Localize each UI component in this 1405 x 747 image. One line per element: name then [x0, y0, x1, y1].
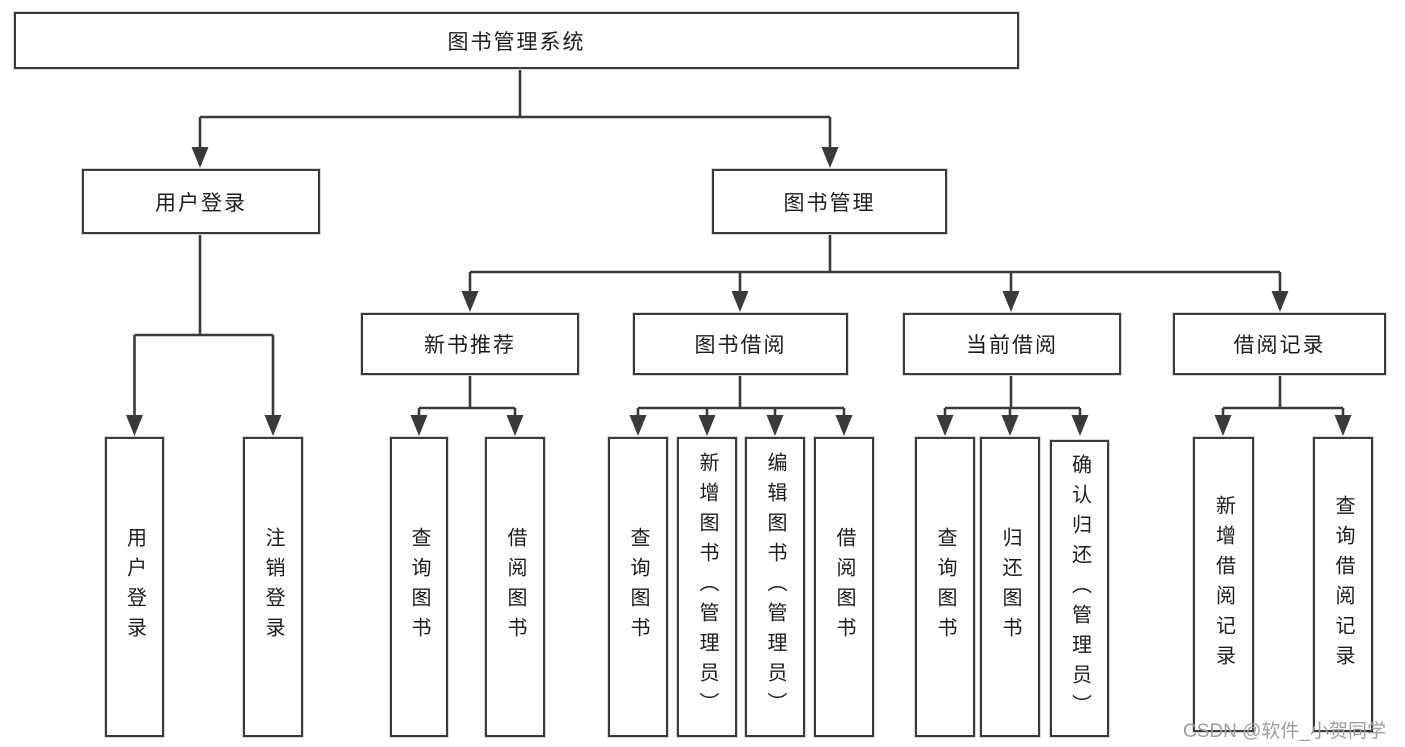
connector-user-login: [126, 234, 282, 436]
node-label: 查询借阅记录: [1332, 494, 1354, 675]
node-label: 归还图书: [999, 527, 1021, 647]
csdn-watermark: CSDN @软件_小贺同学: [1183, 721, 1386, 742]
node-book-management: 图书管理: [711, 168, 948, 235]
node-label: 编辑图书（管理员）: [764, 452, 786, 722]
connector-book-borrow: [629, 375, 853, 436]
leaf-user-login: 用户登录: [104, 436, 165, 738]
node-label: 借阅图书: [504, 527, 526, 647]
node-user-login: 用户登录: [81, 168, 321, 235]
node-borrow-record: 借阅记录: [1172, 312, 1387, 376]
leaf-borrow-add-books-admin: 新增图书（管理员）: [676, 436, 738, 738]
leaf-borrow-borrow-books: 借阅图书: [813, 436, 875, 738]
node-label: 查询图书: [934, 527, 956, 647]
connector-root: [191, 67, 839, 168]
node-label: 用户登录: [123, 527, 146, 647]
node-label: 当前借阅: [966, 334, 1058, 357]
leaf-record-add-borrow-record: 新增借阅记录: [1192, 436, 1255, 733]
connector-book-management: [461, 234, 1289, 312]
leaf-borrow-edit-books-admin: 编辑图书（管理员）: [744, 436, 806, 738]
node-label: 新增图书（管理员）: [696, 452, 718, 722]
leaf-logout: 注销登录: [242, 436, 304, 738]
node-current-borrow: 当前借阅: [902, 312, 1122, 376]
node-label: 图书借阅: [694, 334, 787, 357]
node-root-library-system: 图书管理系统: [13, 11, 1020, 70]
node-label: 借阅图书: [833, 527, 855, 647]
leaf-newbook-borrow-books: 借阅图书: [484, 436, 546, 738]
leaf-newbook-query-books: 查询图书: [389, 436, 449, 738]
node-label: 查询图书: [408, 527, 430, 647]
leaf-current-query-books: 查询图书: [914, 436, 976, 738]
node-new-book-recommend: 新书推荐: [360, 312, 580, 376]
leaf-record-query-borrow-record: 查询借阅记录: [1312, 436, 1374, 733]
node-label: 图书管理: [783, 191, 876, 215]
node-label: 用户登录: [155, 191, 247, 215]
node-label: 注销登录: [262, 527, 284, 647]
node-book-borrow: 图书借阅: [632, 312, 849, 376]
node-label: 新书推荐: [424, 334, 516, 357]
node-label: 图书管理系统: [447, 30, 586, 54]
node-label: 借阅记录: [1233, 334, 1326, 357]
node-label: 新增借阅记录: [1212, 494, 1235, 675]
connector-current-borrow: [936, 375, 1089, 436]
leaf-current-confirm-return-admin: 确认归还（管理员）: [1049, 439, 1110, 738]
node-label: 查询图书: [627, 527, 649, 647]
connector-borrow-record: [1214, 375, 1352, 436]
leaf-borrow-query-books: 查询图书: [607, 436, 669, 738]
connector-new-book: [410, 375, 524, 436]
leaf-current-return-books: 归还图书: [979, 436, 1041, 738]
node-label: 确认归还（管理员）: [1068, 453, 1091, 724]
